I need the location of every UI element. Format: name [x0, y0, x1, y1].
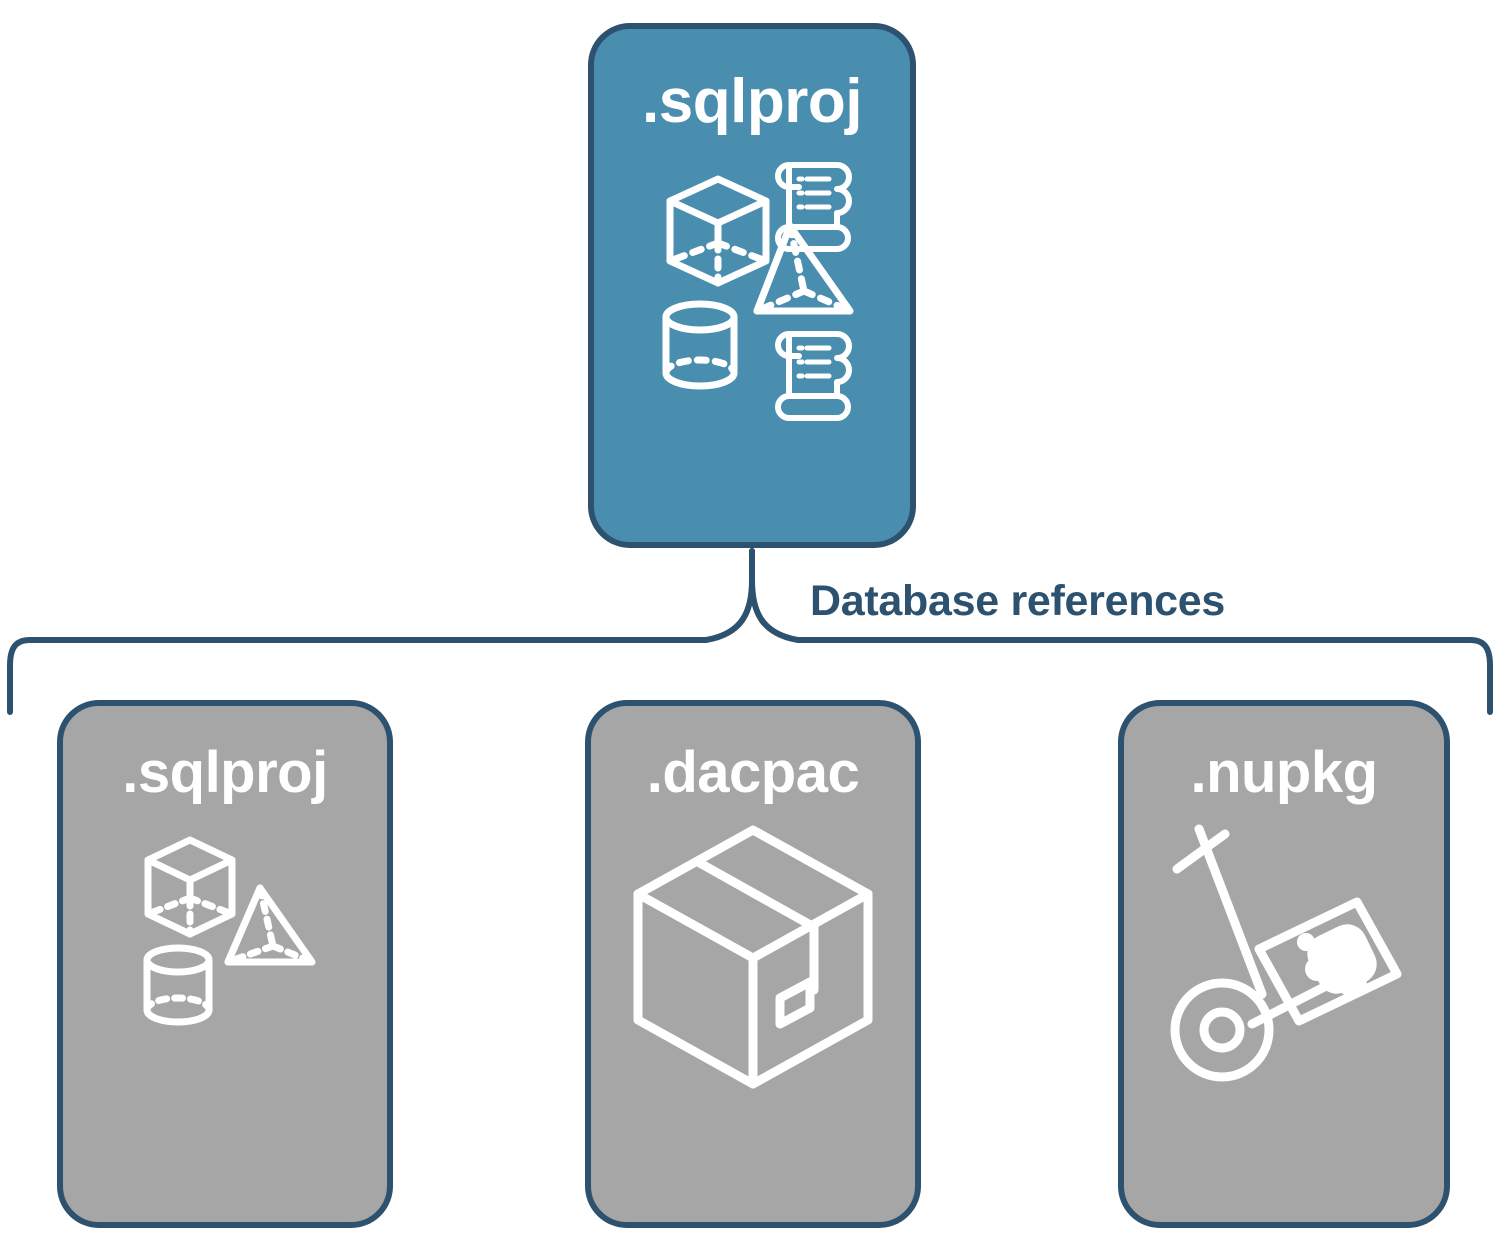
pyramid-icon	[224, 884, 316, 966]
cylinder-icon	[662, 300, 738, 390]
cube-icon	[144, 836, 236, 938]
scroll-icon	[775, 331, 852, 421]
node-ref-dacpac[interactable]: .dacpac	[585, 700, 921, 1228]
node-ref-sqlproj-label: .sqlproj	[122, 740, 328, 805]
connector-label: Database references	[810, 577, 1225, 625]
package-box-icon	[633, 825, 873, 1089]
node-root-sqlproj[interactable]: .sqlproj	[588, 23, 916, 548]
node-ref-dacpac-icon-group	[628, 822, 878, 1092]
node-ref-sqlproj-icon-group	[130, 832, 320, 1032]
node-root-icon-group	[642, 151, 862, 421]
node-root-label: .sqlproj	[642, 67, 862, 136]
node-ref-dacpac-label: .dacpac	[646, 740, 860, 805]
node-ref-nupkg-label: .nupkg	[1190, 740, 1378, 805]
pyramid-icon	[753, 222, 854, 315]
cube-icon	[666, 175, 770, 287]
node-ref-nupkg[interactable]: .nupkg	[1118, 700, 1450, 1228]
hand-truck-icon	[1170, 824, 1402, 1082]
node-ref-sqlproj[interactable]: .sqlproj	[57, 700, 393, 1228]
scroll-icon	[775, 162, 852, 252]
cylinder-icon	[143, 944, 213, 1026]
node-ref-nupkg-icon-group	[1159, 824, 1409, 1094]
